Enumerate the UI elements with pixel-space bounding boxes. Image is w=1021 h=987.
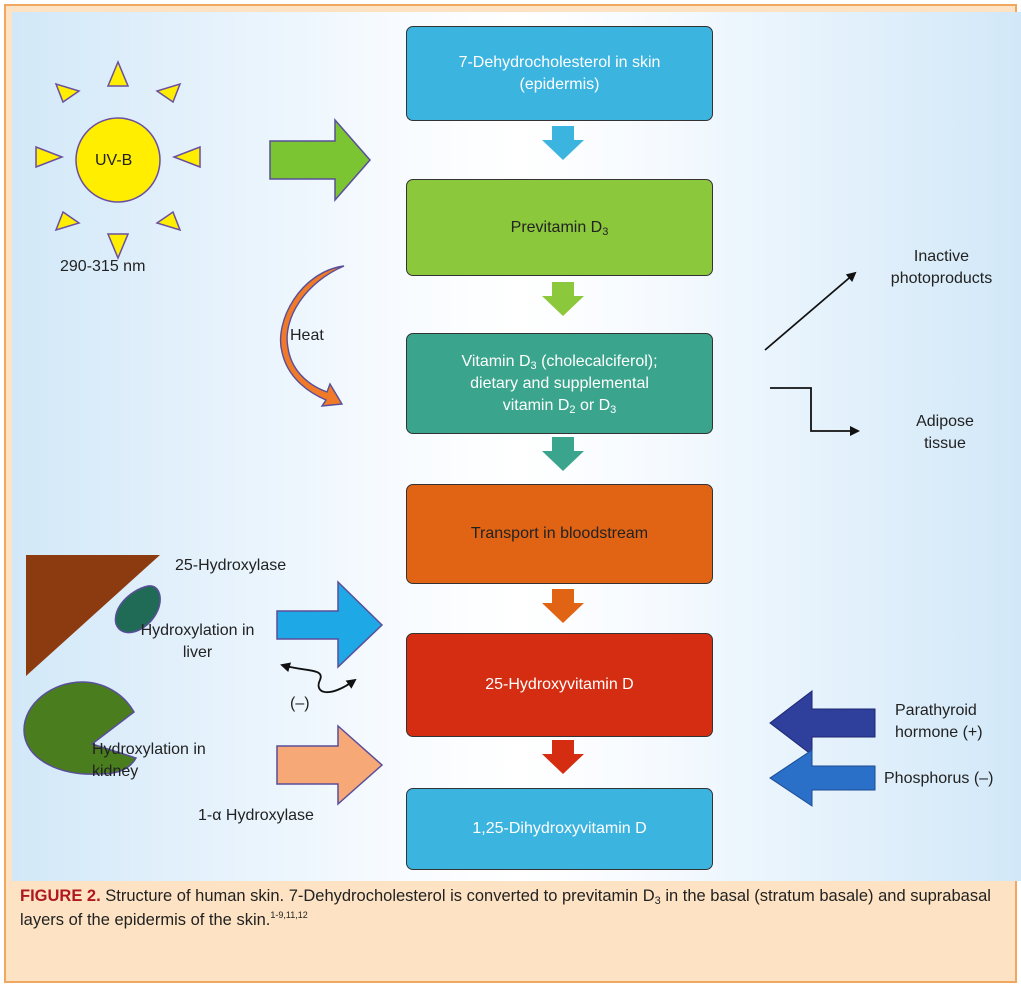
- box-previtamin-d3: Previtamin D3: [406, 179, 713, 276]
- adipose-arrow: [770, 387, 860, 436]
- box-25-hydroxyvitamin-d: 25-Hydroxyvitamin D: [406, 633, 713, 737]
- uv-arrow: [269, 118, 371, 202]
- gallbladder-icon: [114, 585, 161, 634]
- box-7-dehydrocholesterol: 7-Dehydrocholesterol in skin (epidermis): [406, 26, 713, 121]
- hydroxylation-kidney-label: Hydroxylation in kidney: [92, 741, 206, 780]
- hydroxylation-liver-arrow: [276, 580, 384, 669]
- phosphorus-arrow: [769, 749, 876, 807]
- down-arrow-5: [542, 740, 584, 774]
- down-arrow-1: [542, 126, 584, 160]
- box-previtamin-d3-text: Previtamin D3: [510, 218, 609, 238]
- pth-arrow: [769, 689, 876, 757]
- down-arrow-3: [542, 437, 584, 471]
- box-1-25-dihydroxyvitamin-d: 1,25-Dihydroxyvitamin D: [406, 788, 713, 870]
- heat-label: Heat: [290, 327, 324, 344]
- adipose-tissue-label: Adipose tissue: [916, 413, 974, 452]
- box-1-25-dihydroxyvitamin-d-text: 1,25-Dihydroxyvitamin D: [472, 820, 647, 837]
- inactive-photoproducts-label: Inactive photoproducts: [890, 248, 993, 287]
- hydroxylation-kidney-arrow: [276, 724, 384, 806]
- hydroxylase-25-label: 25-Hydroxylase: [175, 557, 287, 574]
- hydroxylase-1a-label: 1-α Hydroxylase: [198, 807, 314, 824]
- sun-icon: [35, 60, 201, 260]
- uvb-label: UV-B: [95, 152, 133, 169]
- box-25-hydroxyvitamin-d-text: 25-Hydroxyvitamin D: [485, 676, 634, 693]
- heat-arrow: [279, 265, 345, 407]
- box-transport-bloodstream: Transport in bloodstream: [406, 484, 713, 584]
- feedback-minus-label: (–): [290, 695, 310, 712]
- pth-label: Parathyroid hormone (+): [895, 702, 983, 741]
- wavelength-label: 290-315 nm: [60, 258, 146, 275]
- caption-figure-label: FIGURE 2.: [20, 887, 101, 905]
- box-7-dehydrocholesterol-text: 7-Dehydrocholesterol in skin (epidermis): [458, 53, 661, 93]
- down-arrow-4: [542, 589, 584, 623]
- hydroxylation-liver-label: Hydroxylation in liver: [140, 622, 255, 661]
- figure-caption: FIGURE 2. Structure of human skin. 7-Deh…: [20, 887, 991, 929]
- inactive-arrow: [764, 271, 857, 351]
- box-vitamin-d3: Vitamin D3 (cholecalciferol); dietary an…: [406, 333, 713, 434]
- box-transport-bloodstream-text: Transport in bloodstream: [470, 525, 649, 542]
- liver-icon: [26, 555, 160, 676]
- caption-references: 1-9,11,12: [270, 910, 308, 920]
- box-vitamin-d3-text: Vitamin D3 (cholecalciferol); dietary an…: [461, 352, 658, 416]
- feedback-arrow: [280, 662, 357, 693]
- phosphorus-label: Phosphorus (–): [884, 770, 994, 787]
- kidney-icon: [23, 681, 138, 775]
- down-arrow-2: [542, 282, 584, 316]
